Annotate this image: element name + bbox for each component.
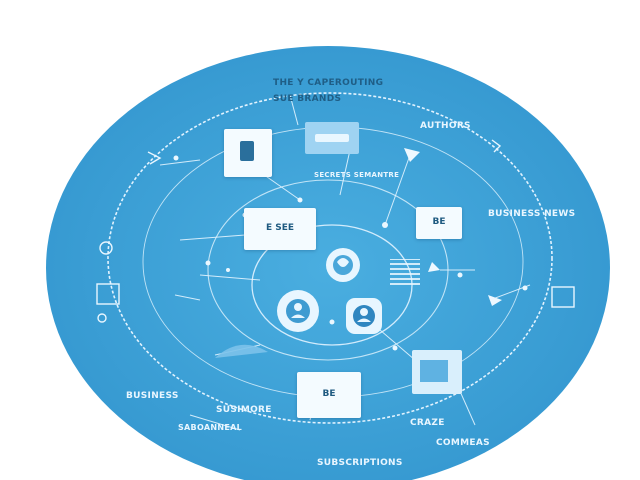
bottom-mid-label: SUSIMORE	[216, 405, 272, 415]
circle-node-right[interactable]	[346, 298, 382, 334]
decorative-glyphs	[96, 139, 575, 323]
card-bottom[interactable]: BE	[297, 372, 361, 418]
card-center-banner[interactable]: E SEE	[244, 208, 316, 250]
top-subtitle-label: SUE BRANDS	[273, 94, 342, 104]
bottom-right-label-1: CRAZE	[410, 418, 445, 428]
bottom-label: SUBSCRIPTIONS	[317, 458, 403, 468]
bottom-left-label: SABOANNEAL	[178, 423, 242, 432]
card-right[interactable]: BE	[416, 207, 462, 239]
core-orbit-ring	[251, 224, 413, 346]
right-card-label: BE	[432, 217, 446, 227]
circle-node-left[interactable]	[277, 290, 319, 332]
center-card-label: E SEE	[265, 223, 295, 233]
right-upper-label: AUTHORS	[420, 121, 471, 131]
mountain-shape	[215, 344, 268, 358]
card-top-center[interactable]	[305, 122, 359, 154]
center-small-label: SECRETS SEMANTRE	[314, 171, 400, 179]
circle-node-top[interactable]	[326, 248, 360, 282]
card-bottom-right[interactable]	[412, 350, 462, 394]
bottom-right-label-2: COMMEAS	[436, 438, 490, 448]
bottom-card-label: BE	[322, 389, 336, 399]
pointer-markers	[404, 148, 502, 306]
grid-widget	[390, 259, 420, 285]
right-mid-label: BUSINESS NEWS	[488, 209, 576, 219]
photo-icon	[420, 360, 448, 382]
outer-orbit-ring	[107, 92, 553, 424]
left-low-label: BUSINESS	[126, 391, 179, 401]
landscape-icon	[315, 134, 349, 142]
card-top-left[interactable]	[224, 129, 272, 177]
document-icon	[240, 141, 254, 161]
top-title-label: THE Y CAPEROUTING	[273, 78, 384, 88]
